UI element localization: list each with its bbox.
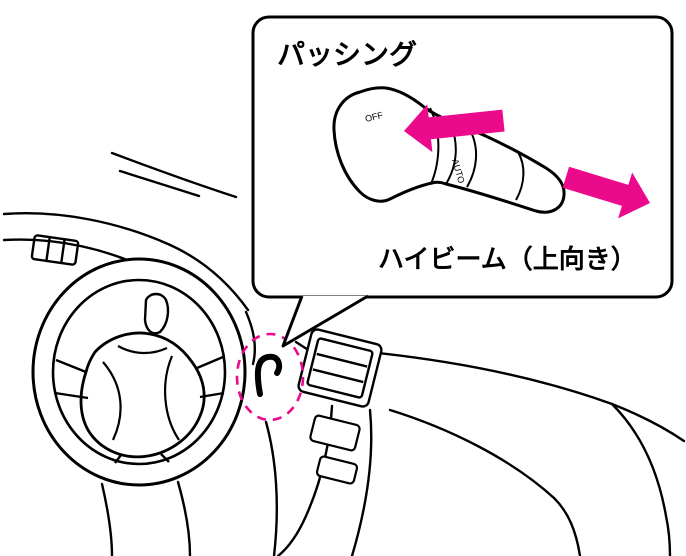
pad-crease bbox=[164, 355, 180, 441]
knee-panel-line bbox=[264, 420, 279, 556]
side-air-vent bbox=[297, 328, 383, 408]
switch-blank bbox=[309, 414, 361, 452]
lever-location-highlight bbox=[235, 332, 305, 422]
knee-panel-line bbox=[244, 310, 256, 366]
dash-right-edge bbox=[610, 402, 672, 556]
airbag-pad bbox=[79, 331, 206, 459]
windshield-line bbox=[118, 169, 201, 198]
switch-blank bbox=[315, 455, 359, 485]
stalk-illustration: OFF AUTO bbox=[332, 86, 566, 214]
defroster-vent bbox=[30, 234, 80, 266]
dash-top-edge-right bbox=[376, 351, 686, 443]
callout-pointer bbox=[281, 294, 369, 348]
steering-wheel bbox=[31, 257, 247, 487]
passing-label: パッシング bbox=[277, 39, 417, 70]
right-arrow-icon bbox=[562, 166, 650, 219]
steering-column bbox=[100, 480, 192, 556]
stalk-body bbox=[332, 86, 566, 214]
left-arrow-icon bbox=[404, 104, 505, 153]
hub-upper-detail bbox=[143, 292, 170, 335]
pad-crease bbox=[117, 345, 168, 355]
dash-top-edge-left bbox=[2, 212, 250, 312]
windshield-line bbox=[110, 151, 238, 199]
pad-crease bbox=[102, 361, 122, 441]
dash-right-lower-curve bbox=[388, 408, 582, 556]
lever-stub bbox=[254, 353, 283, 397]
stalk-marking-off: OFF bbox=[364, 110, 384, 124]
switch-blank-panels bbox=[309, 414, 361, 485]
high-beam-arrow bbox=[562, 166, 650, 219]
wheel-spokes bbox=[54, 355, 225, 464]
callout-box: OFF AUTO パッシング ハイビーム（上向き） bbox=[251, 15, 674, 348]
highlight-dashed-circle bbox=[235, 332, 305, 422]
console-line bbox=[350, 408, 373, 556]
passing-arrow bbox=[404, 104, 505, 153]
high-beam-label: ハイビーム（上向き） bbox=[378, 244, 637, 274]
